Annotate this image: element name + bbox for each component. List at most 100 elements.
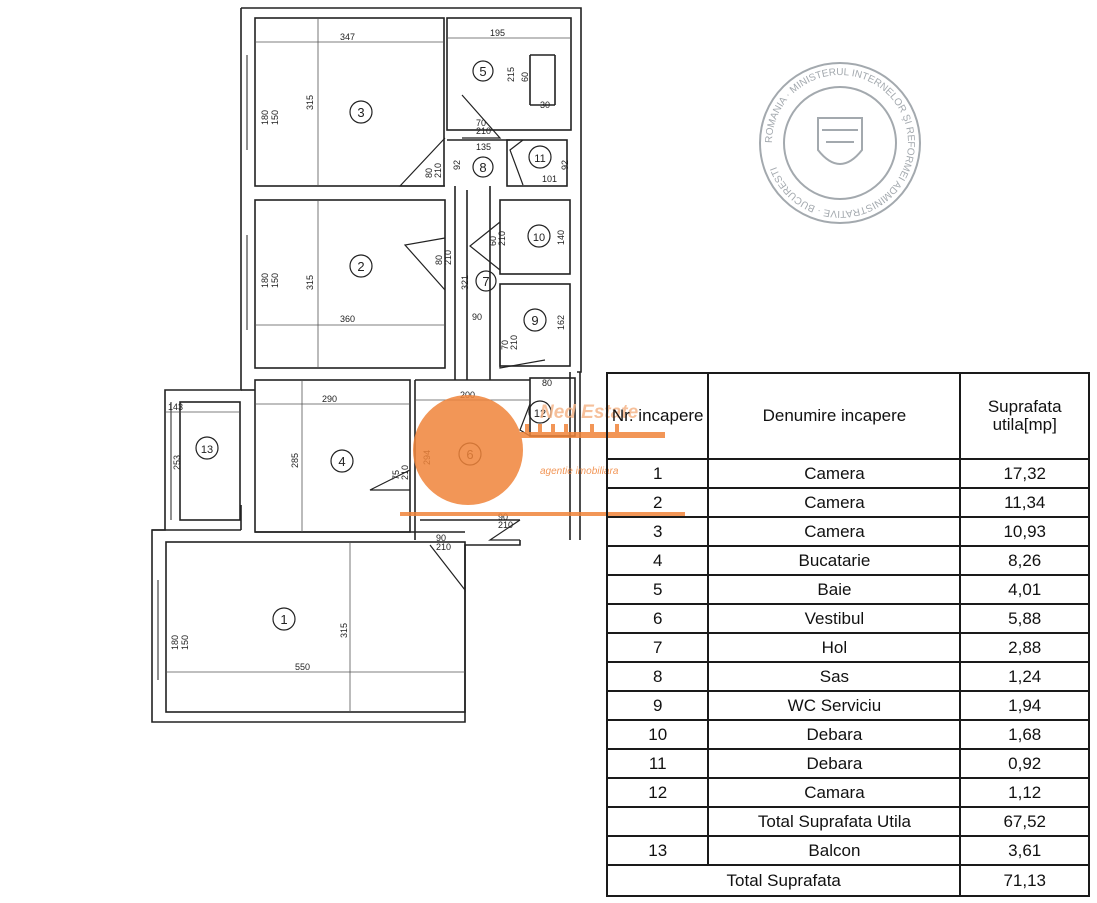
dim-text: 90 [472, 312, 482, 322]
cell-nr: 6 [605, 603, 710, 634]
official-stamp: ROMANIA · MINISTERUL INTERNELOR ŞI REFOR… [759, 62, 921, 224]
dim-text: 90 [498, 512, 508, 522]
dim-text: 321 [460, 275, 470, 290]
cell-area: 3,61 [959, 835, 1090, 866]
dim-text: 315 [339, 623, 349, 638]
dim-text: 30 [540, 100, 550, 110]
header-room-area: Suprafata utila[mp] [959, 372, 1090, 460]
dim-text: 60 [488, 236, 498, 246]
dim-text: 135 [476, 142, 491, 152]
cell-nr: 8 [605, 661, 710, 692]
cell-name: Camera [707, 458, 962, 489]
room-number: 13 [201, 444, 213, 456]
room-areas-table: Nr. incapere Denumire incapere Suprafata… [605, 372, 1090, 897]
room-number: 4 [338, 454, 345, 469]
cell-nr: 12 [605, 777, 710, 808]
header-room-name: Denumire incapere [707, 372, 962, 460]
cell-nr: 11 [605, 748, 710, 779]
dim-text: 92 [560, 160, 570, 170]
dim-text: 200 [460, 390, 475, 400]
cell-name: Vestibul [707, 603, 962, 634]
dim-text: 550 [295, 662, 310, 672]
room-number: 2 [357, 259, 364, 274]
cell-area: 1,94 [959, 690, 1090, 721]
cell-name: Baie [707, 574, 962, 605]
dim-text: 80 [542, 378, 552, 388]
cell-name: Camera [707, 487, 962, 518]
dim-text: 180 [260, 273, 270, 288]
dimension-labels: 347 315 180 150 315 180 150 360 80 210 8… [168, 28, 570, 672]
cell-nr: 13 [605, 835, 710, 866]
cell-area: 11,34 [959, 487, 1090, 518]
room-number: 3 [357, 105, 364, 120]
dim-text: 315 [305, 275, 315, 290]
cell-area: 1,68 [959, 719, 1090, 750]
cell-area: 10,93 [959, 516, 1090, 547]
dim-text: 101 [542, 174, 557, 184]
cell-name: Camara [707, 777, 962, 808]
cell-nr: 4 [605, 545, 710, 576]
room-number: 1 [280, 612, 287, 627]
room-number: 5 [479, 64, 486, 79]
stamp-lettering: ROMANIA · MINISTERUL INTERNELOR ŞI REFOR… [764, 67, 916, 219]
dim-text: 140 [556, 230, 566, 245]
dim-text: 347 [340, 32, 355, 42]
cell-name: Hol [707, 632, 962, 663]
cell-nr: 10 [605, 719, 710, 750]
dim-text: 210 [433, 163, 443, 178]
dim-text: 210 [498, 520, 513, 530]
watermark-underline [400, 512, 685, 516]
cell-area: 2,88 [959, 632, 1090, 663]
dimension-lines [166, 18, 571, 712]
dim-text: 92 [452, 160, 462, 170]
dim-text: 180 [170, 635, 180, 650]
dim-text: 215 [506, 67, 516, 82]
table-header-row: Nr. incapere Denumire incapere Suprafata… [605, 372, 1090, 460]
cell-area: 4,01 [959, 574, 1090, 605]
subtotal-label: Total Suprafata Utila [707, 806, 962, 837]
cell-name: WC Serviciu [707, 690, 962, 721]
cell-area: 8,26 [959, 545, 1090, 576]
cell-name: Balcon [707, 835, 962, 866]
cell-empty [605, 806, 710, 837]
header-room-number: Nr. incapere [605, 372, 710, 460]
total-label: Total Suprafata [605, 864, 962, 897]
room-number: 8 [479, 160, 486, 175]
cell-name: Debara [707, 748, 962, 779]
room-number: 9 [531, 313, 538, 328]
dim-text: 285 [290, 453, 300, 468]
dim-text: 315 [305, 95, 315, 110]
cell-nr: 1 [605, 458, 710, 489]
stamp-crest-icon [817, 117, 863, 165]
dim-text: 162 [556, 315, 566, 330]
dim-text: 150 [180, 635, 190, 650]
cell-name: Debara [707, 719, 962, 750]
cell-nr: 9 [605, 690, 710, 721]
dim-text: 290 [322, 394, 337, 404]
stamp-inner-ring [783, 86, 897, 200]
cell-name: Camera [707, 516, 962, 547]
dim-text: 90 [436, 533, 446, 543]
room-number: 12 [534, 408, 546, 420]
cell-nr: 2 [605, 487, 710, 518]
room-number: 10 [533, 232, 545, 244]
cell-area: 1,24 [959, 661, 1090, 692]
dim-text: 80 [434, 255, 444, 265]
dim-text: 210 [497, 231, 507, 246]
dim-text: 150 [270, 110, 280, 125]
door-swings [369, 94, 546, 592]
dim-text: 60 [520, 72, 530, 82]
